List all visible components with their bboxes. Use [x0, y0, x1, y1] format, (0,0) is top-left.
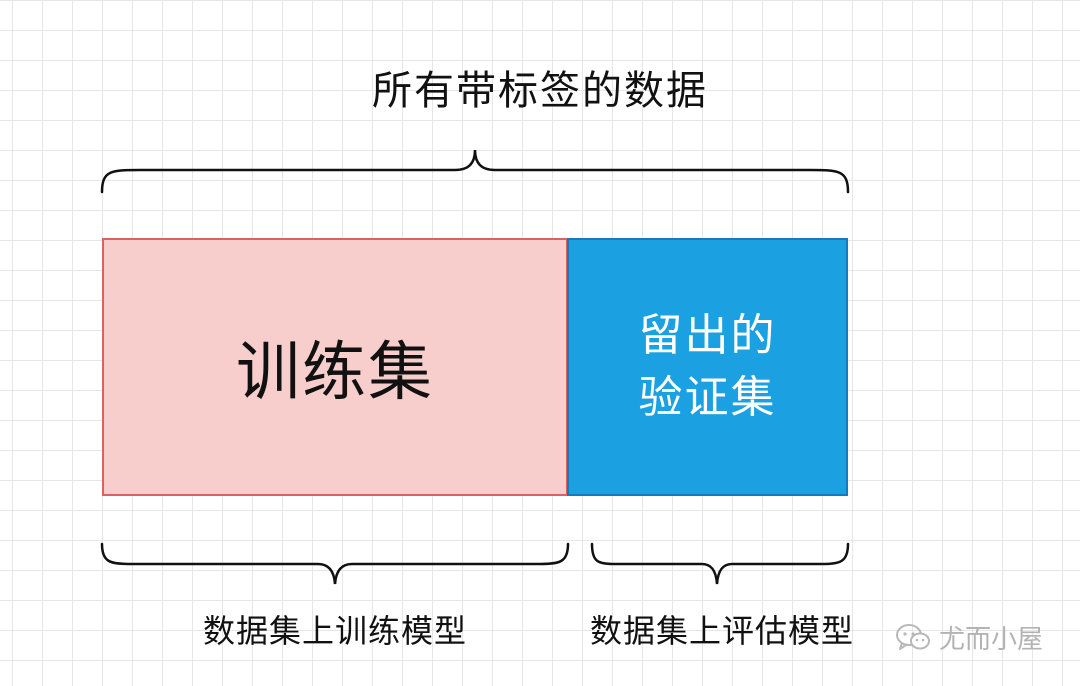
watermark: 尤而小屋: [895, 619, 1043, 656]
wechat-icon: [896, 623, 930, 650]
watermark-text: 尤而小屋: [939, 625, 1044, 655]
validation-caption: 数据集上评估模型: [589, 612, 854, 650]
training-set-block: 训练集: [102, 238, 568, 496]
training-caption: 数据集上训练模型: [202, 612, 467, 650]
validation-set-label: 留出的验证集: [638, 310, 777, 423]
diagram-title: 所有带标签的数据: [372, 68, 708, 114]
validation-set-block: 留出的验证集: [567, 238, 848, 496]
training-set-label: 训练集: [236, 336, 434, 410]
